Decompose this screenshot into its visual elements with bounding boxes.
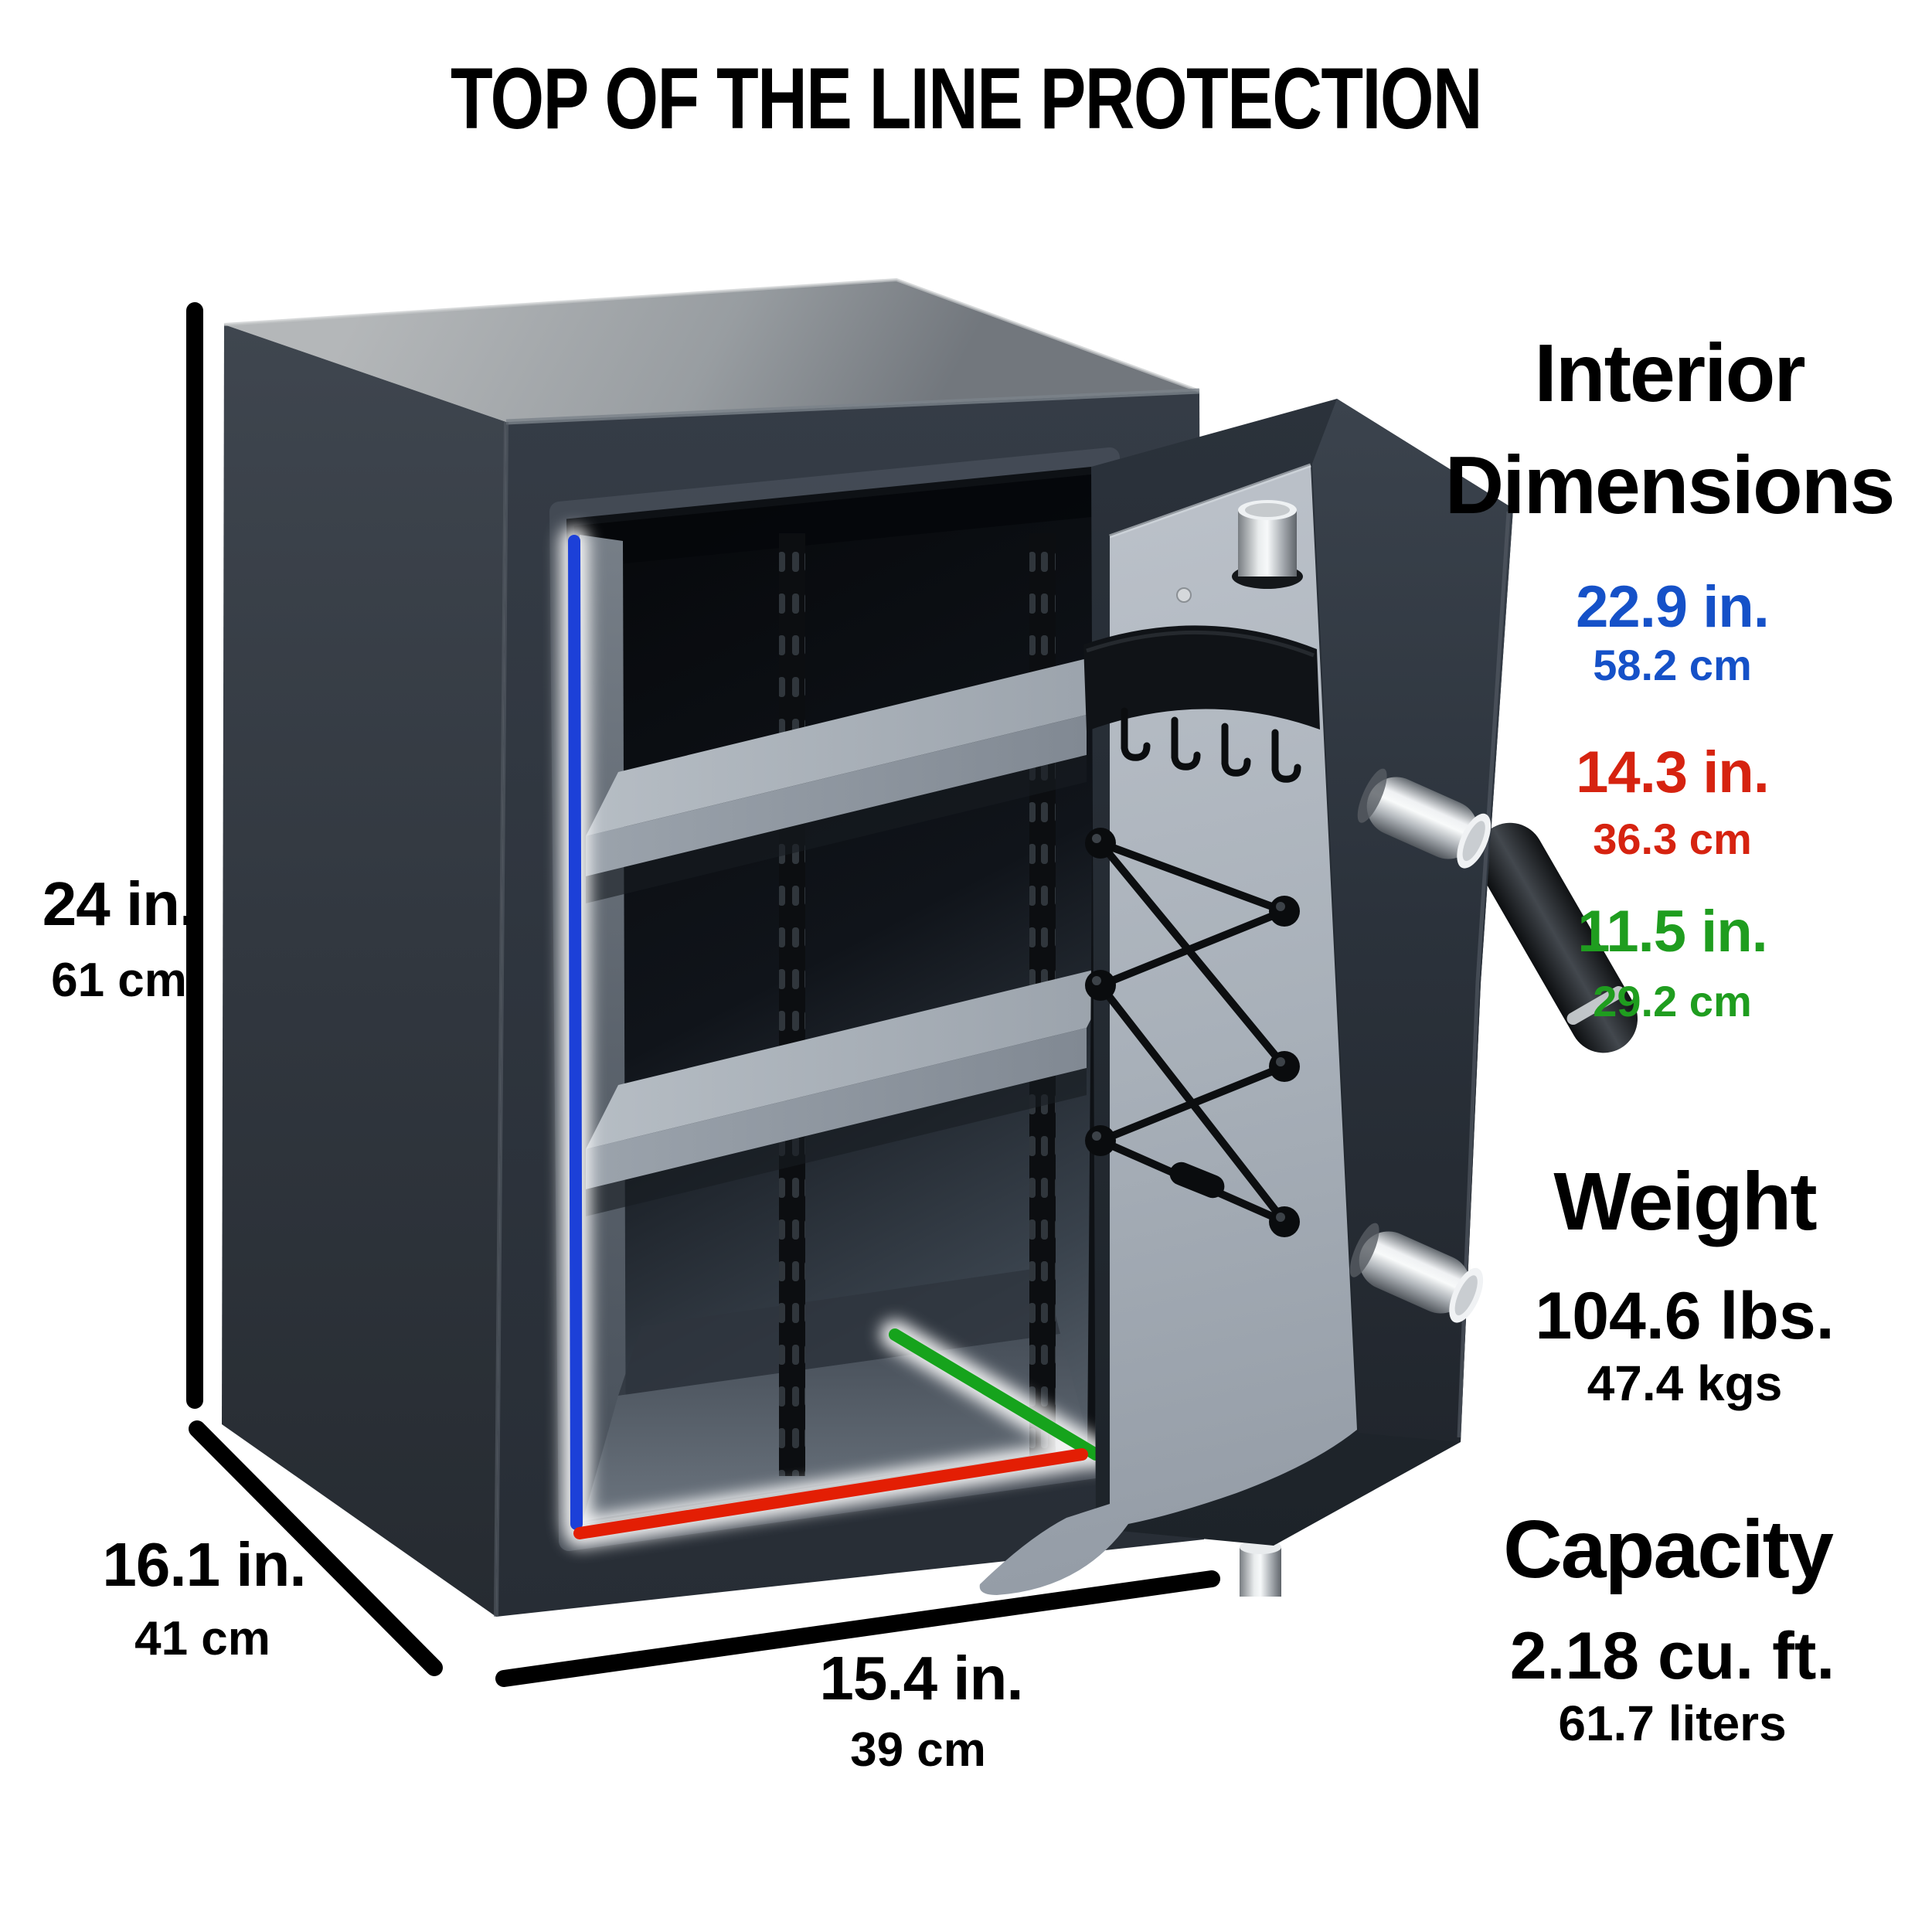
interior-width-line <box>573 1448 1088 1539</box>
top-edge-highlight <box>223 277 1200 393</box>
weight-pounds-label: 104.6 lbs. <box>1535 1279 1835 1353</box>
safe-door <box>979 399 1513 1595</box>
interior-floor-back <box>618 1267 1060 1396</box>
front-top-bevel <box>505 388 1200 425</box>
width-measure-line <box>495 1570 1220 1687</box>
capacity-liters-label: 61.7 liters <box>1558 1696 1787 1751</box>
weight-heading: Weight <box>1553 1156 1817 1247</box>
door-bolt-lower <box>1349 1223 1484 1323</box>
key-hook <box>1121 707 1151 761</box>
door-edge-face <box>1312 399 1513 1442</box>
felt-top-highlight <box>1109 463 1311 539</box>
key-hook <box>1221 723 1251 777</box>
door-hinge-pin-bottom <box>1240 1540 1281 1597</box>
page-title: TOP OF THE LINE PROTECTION <box>450 50 1483 147</box>
key-hook <box>1171 716 1201 770</box>
exterior-height-in-label: 24 in. <box>42 869 197 938</box>
bungee-toggle <box>1169 1162 1225 1199</box>
door-felt-panel <box>979 465 1357 1595</box>
safe-top-face <box>224 280 1199 422</box>
interior-height-line <box>568 535 583 1530</box>
interior-dimensions-heading-2: Dimensions <box>1444 440 1896 531</box>
door-screw <box>1176 587 1192 603</box>
capacity-cubic-feet-label: 2.18 cu. ft. <box>1509 1619 1835 1693</box>
interior-depth-in-label: 11.5 in. <box>1577 899 1767 964</box>
key-hook <box>1271 729 1301 783</box>
interior-depth-cm-label: 29.2 cm <box>1593 977 1752 1026</box>
interior-width-cm-label: 36.3 cm <box>1593 815 1752 863</box>
shelf-upper <box>586 651 1099 903</box>
front-left-bevel <box>494 421 509 1617</box>
exterior-depth-in-label: 16.1 in. <box>102 1530 306 1599</box>
interior-height-in-label: 22.9 in. <box>1576 574 1770 640</box>
capacity-heading: Capacity <box>1503 1504 1834 1595</box>
safe-interior <box>566 465 1104 1533</box>
interior-width-in-label: 14.3 in. <box>1576 740 1770 805</box>
weight-kilograms-label: 47.4 kgs <box>1587 1355 1783 1411</box>
door-handle <box>1476 822 1638 1053</box>
key-hook-rack <box>1083 625 1320 783</box>
door-bolt-upper <box>1357 768 1492 869</box>
exterior-width-in-label: 15.4 in. <box>819 1644 1023 1713</box>
interior-ceiling-shadow <box>570 470 1099 569</box>
exterior-height-cm-label: 61 cm <box>51 954 187 1007</box>
exterior-width-cm-label: 39 cm <box>850 1723 986 1777</box>
door-hinge-pin-top <box>1232 500 1303 589</box>
shelf-standard-left <box>779 533 805 1476</box>
depth-measure-line <box>189 1420 443 1676</box>
safe-left-face <box>222 325 506 1617</box>
interior-dimensions-heading-1: Interior <box>1534 328 1805 419</box>
interior-height-cm-label: 58.2 cm <box>1593 641 1752 689</box>
interior-depth-line <box>889 1328 1102 1461</box>
shelf-lower <box>586 964 1099 1216</box>
bungee-organizer <box>1085 828 1300 1237</box>
exterior-depth-cm-label: 41 cm <box>134 1612 270 1665</box>
